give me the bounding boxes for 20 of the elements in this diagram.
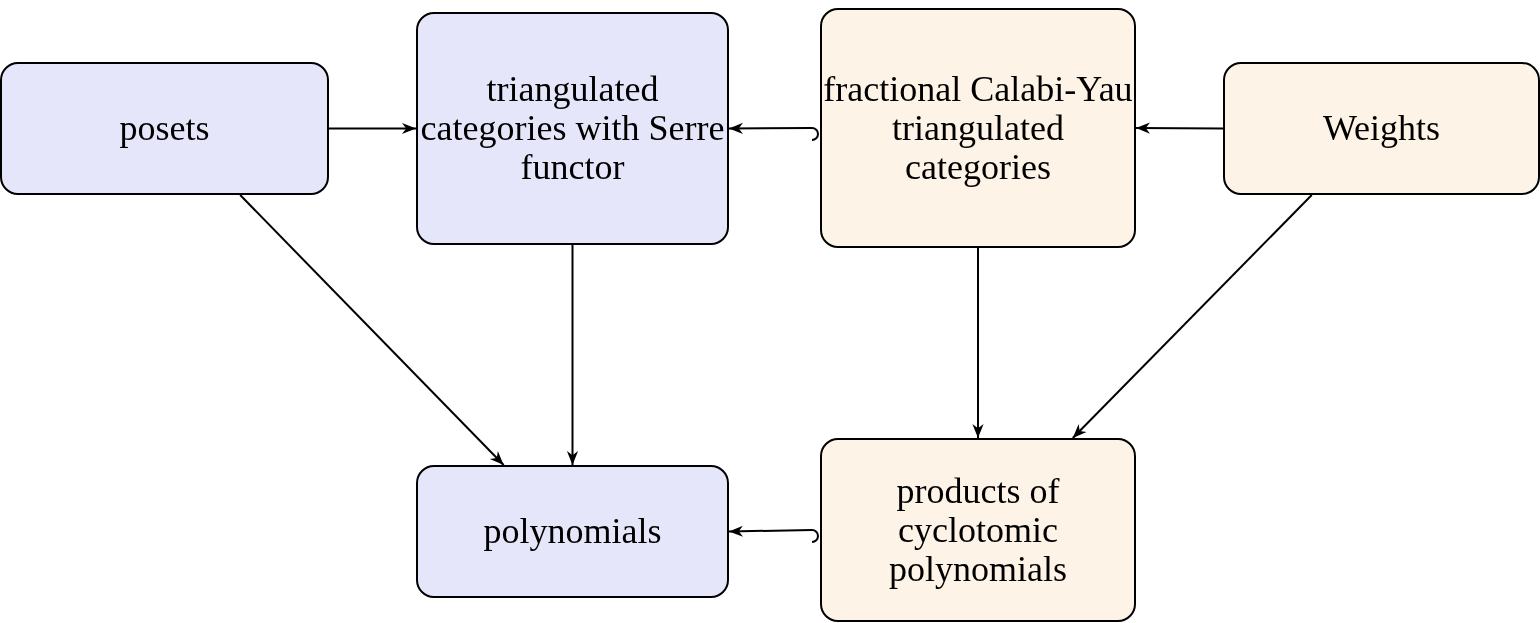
node-label: fractional Calabi-Yau triangulated categories [822,69,1134,187]
arrow [728,525,819,543]
arrow [1135,122,1224,134]
arrow [972,247,984,439]
arrow [239,194,505,466]
node-label: polynomials [483,512,662,551]
arrow [566,244,579,466]
node-label: Weights [1322,109,1441,148]
arrow [728,122,819,141]
arrow [328,122,417,135]
rounded-box [1223,62,1540,195]
rounded-box [0,62,329,195]
rounded-box [416,465,729,598]
arrow [1071,194,1313,439]
rounded-box [416,12,729,245]
rounded-box [820,438,1136,622]
rounded-box [820,8,1136,248]
node-label: posets [119,109,210,148]
node-label: products of cyclotomic polynomials [888,471,1068,589]
node-label: triangulated categories with Serre functor [419,70,726,187]
